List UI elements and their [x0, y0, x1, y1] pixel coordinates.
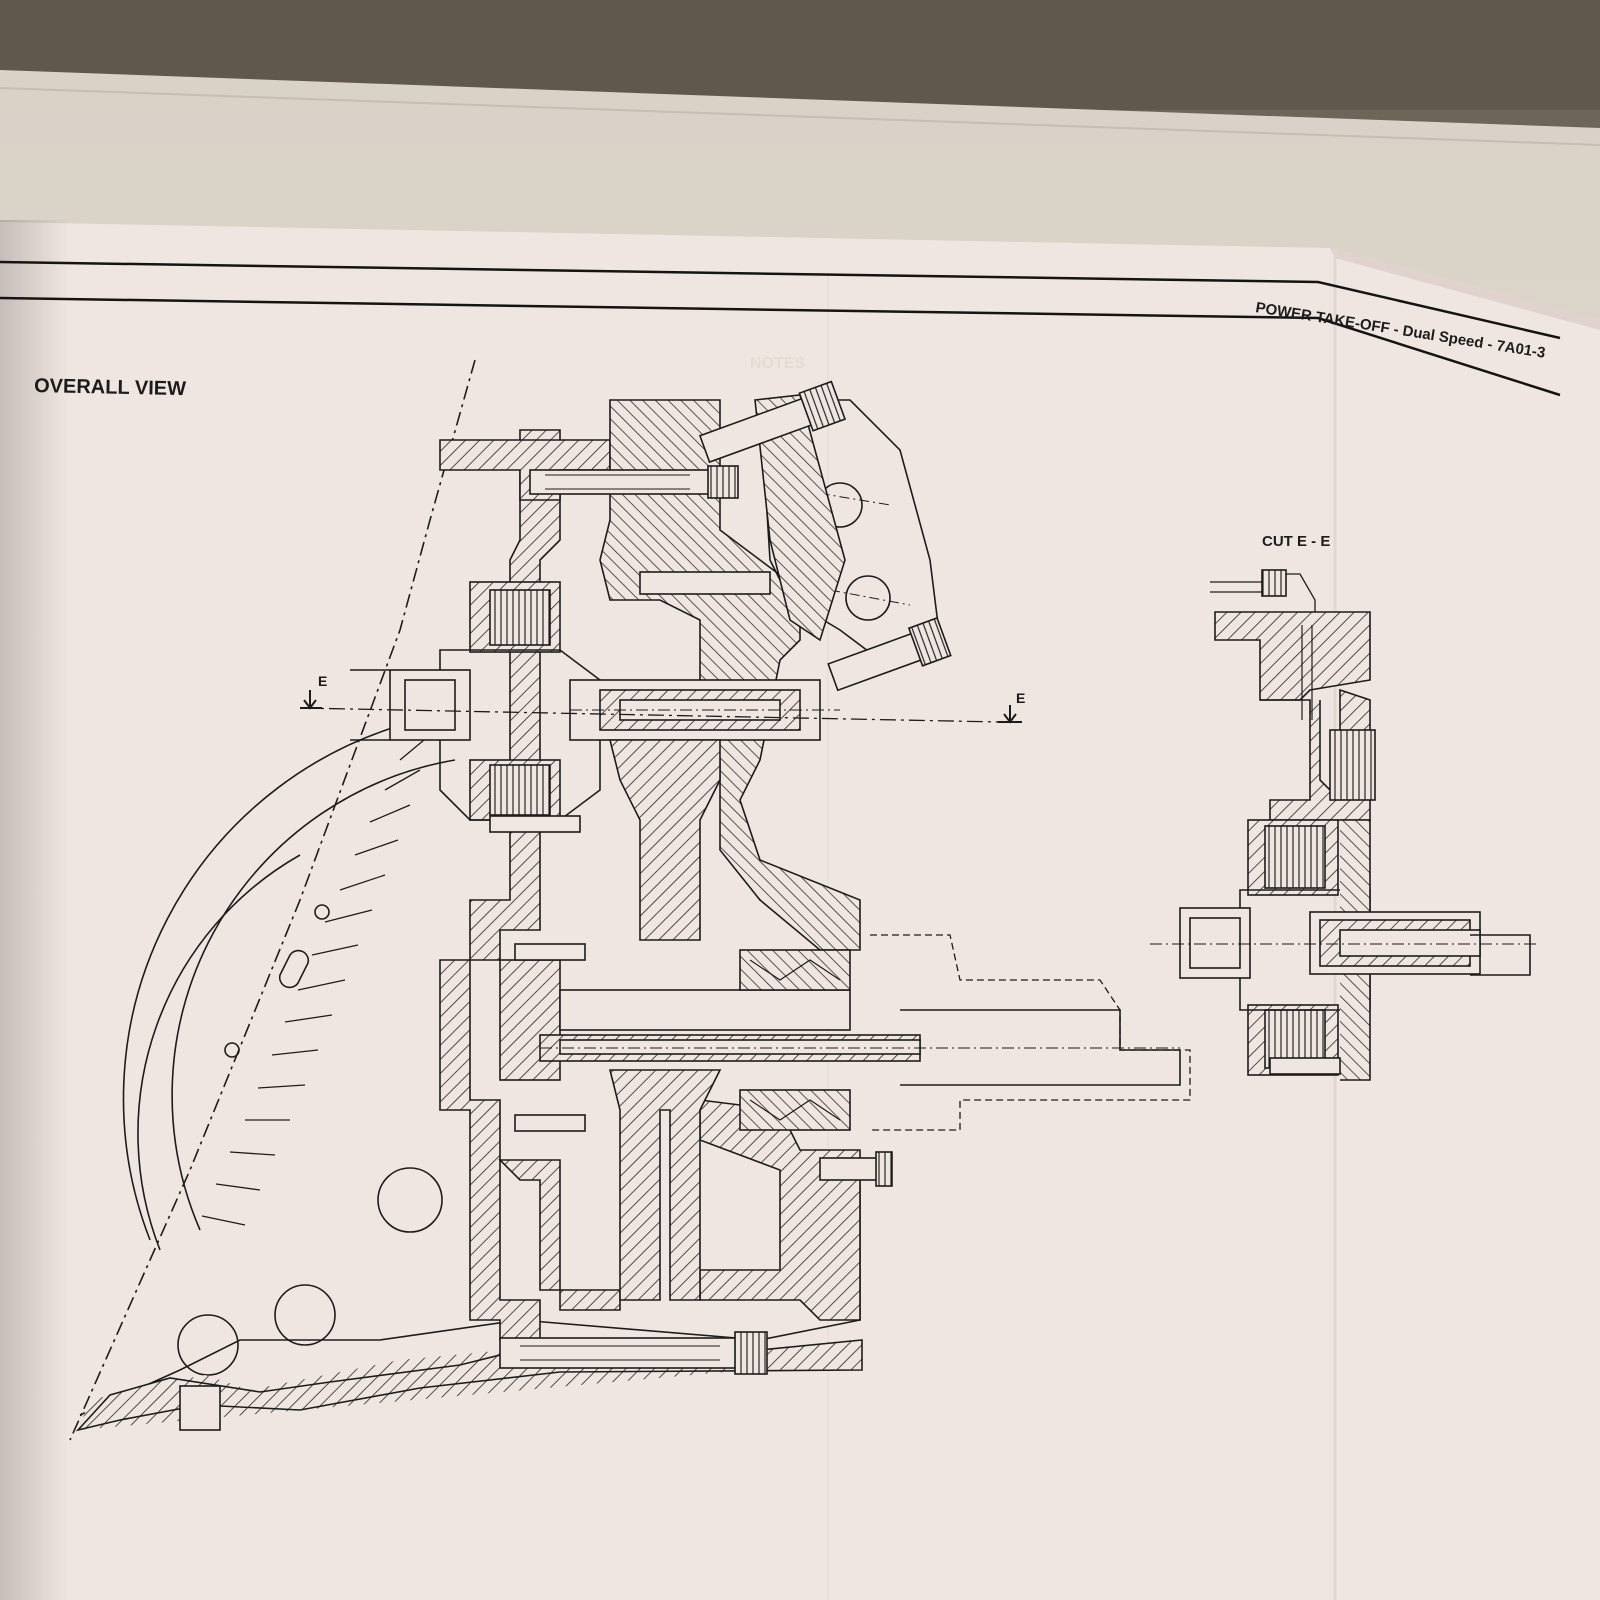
ring-gear-flange — [137, 854, 301, 1251]
section-arrow-right — [998, 705, 1022, 724]
ring-gear-arc-outer — [122, 719, 421, 1241]
bolt-top-2 — [698, 380, 847, 464]
cover-hole — [845, 575, 891, 621]
section-line — [299, 707, 1001, 723]
section-marker-right: E — [1016, 690, 1025, 706]
bolt-mid-right — [827, 616, 952, 692]
lower-housing-cutout — [177, 1314, 239, 1376]
cut-fitting — [1261, 569, 1287, 597]
bolt-hole — [314, 904, 330, 920]
cut-view-label: CUT E - E — [1262, 533, 1330, 550]
header-rule-top — [0, 260, 1561, 340]
lower-housing-outline — [79, 1170, 861, 1416]
board-edge — [0, 87, 1600, 146]
slot-hole — [278, 949, 310, 989]
upper-shaft — [569, 679, 840, 741]
gear-web-upper — [608, 739, 721, 941]
overall-view-label: OVERALL VIEW — [34, 375, 186, 400]
ring-gear-arc-inner — [171, 759, 456, 1231]
output-shaft-solid — [900, 1009, 1181, 1086]
drain-plug — [179, 1385, 221, 1431]
ring-gear-teeth — [201, 734, 431, 1226]
bolt-small — [514, 1114, 586, 1132]
lower-housing-cutout — [274, 1284, 336, 1346]
cut-shaft — [1150, 911, 1540, 976]
cut-drill-passage — [1301, 625, 1313, 720]
paper-fold-shadow — [1330, 248, 1600, 330]
lower-housing-cutout — [377, 1167, 443, 1233]
section-marker-left: E — [318, 673, 327, 689]
header-rule-bottom — [0, 296, 1561, 397]
cut-view-drawing — [1150, 569, 1540, 1081]
bolt-hole — [224, 1042, 240, 1058]
cut-piston — [1329, 729, 1376, 801]
main-housing-lower-right — [699, 1099, 861, 1321]
section-arrow-left — [300, 690, 322, 710]
lower-shaft-assembly — [499, 934, 1191, 1131]
housing-outline-dashdot — [69, 359, 476, 1441]
bolt-head-small — [875, 1151, 893, 1187]
bolt-top-1 — [529, 465, 739, 499]
overall-view-drawing — [69, 359, 1191, 1441]
cut-bolt — [1269, 1057, 1341, 1075]
gear-web-lower — [608, 1069, 722, 1301]
bolt-small — [489, 815, 581, 833]
bolt-small — [514, 943, 586, 961]
bolt-bottom — [499, 1331, 768, 1375]
bolt-short — [639, 571, 771, 595]
paper-left-shadow — [0, 220, 70, 1600]
faded-header-text: NOTES — [750, 355, 805, 372]
